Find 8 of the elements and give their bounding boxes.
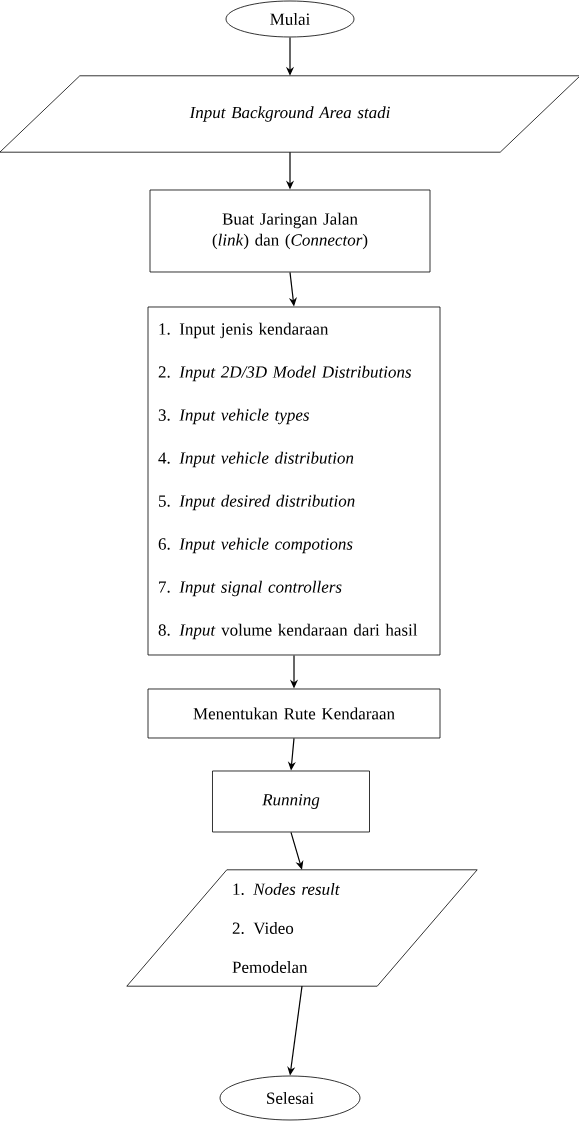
process-box: Buat Jaringan Jalan (link) dan (Connector) bbox=[149, 189, 431, 273]
input-parallelogram: Input Background Area stadi bbox=[0, 75, 579, 153]
start-terminal: Mulai bbox=[225, 0, 355, 38]
output-parallelogram: 1. Nodes result 2. Video Pemodelan bbox=[126, 869, 478, 987]
process-box: Menentukan Rute Kendaraan bbox=[147, 688, 441, 739]
end-terminal: Selesai bbox=[219, 1075, 361, 1121]
process-box: 1. Input jenis kendaraan 2. Input 2D/3D Model Distributions 3. Input vehicle types 4. Input vehicle distribution 5. Input desired distribution 6. Input vehicle compotions 7. Input signal controllers 8. Input volume kendaraan dari hasil bbox=[147, 306, 441, 656]
process-box: Running bbox=[212, 770, 370, 833]
